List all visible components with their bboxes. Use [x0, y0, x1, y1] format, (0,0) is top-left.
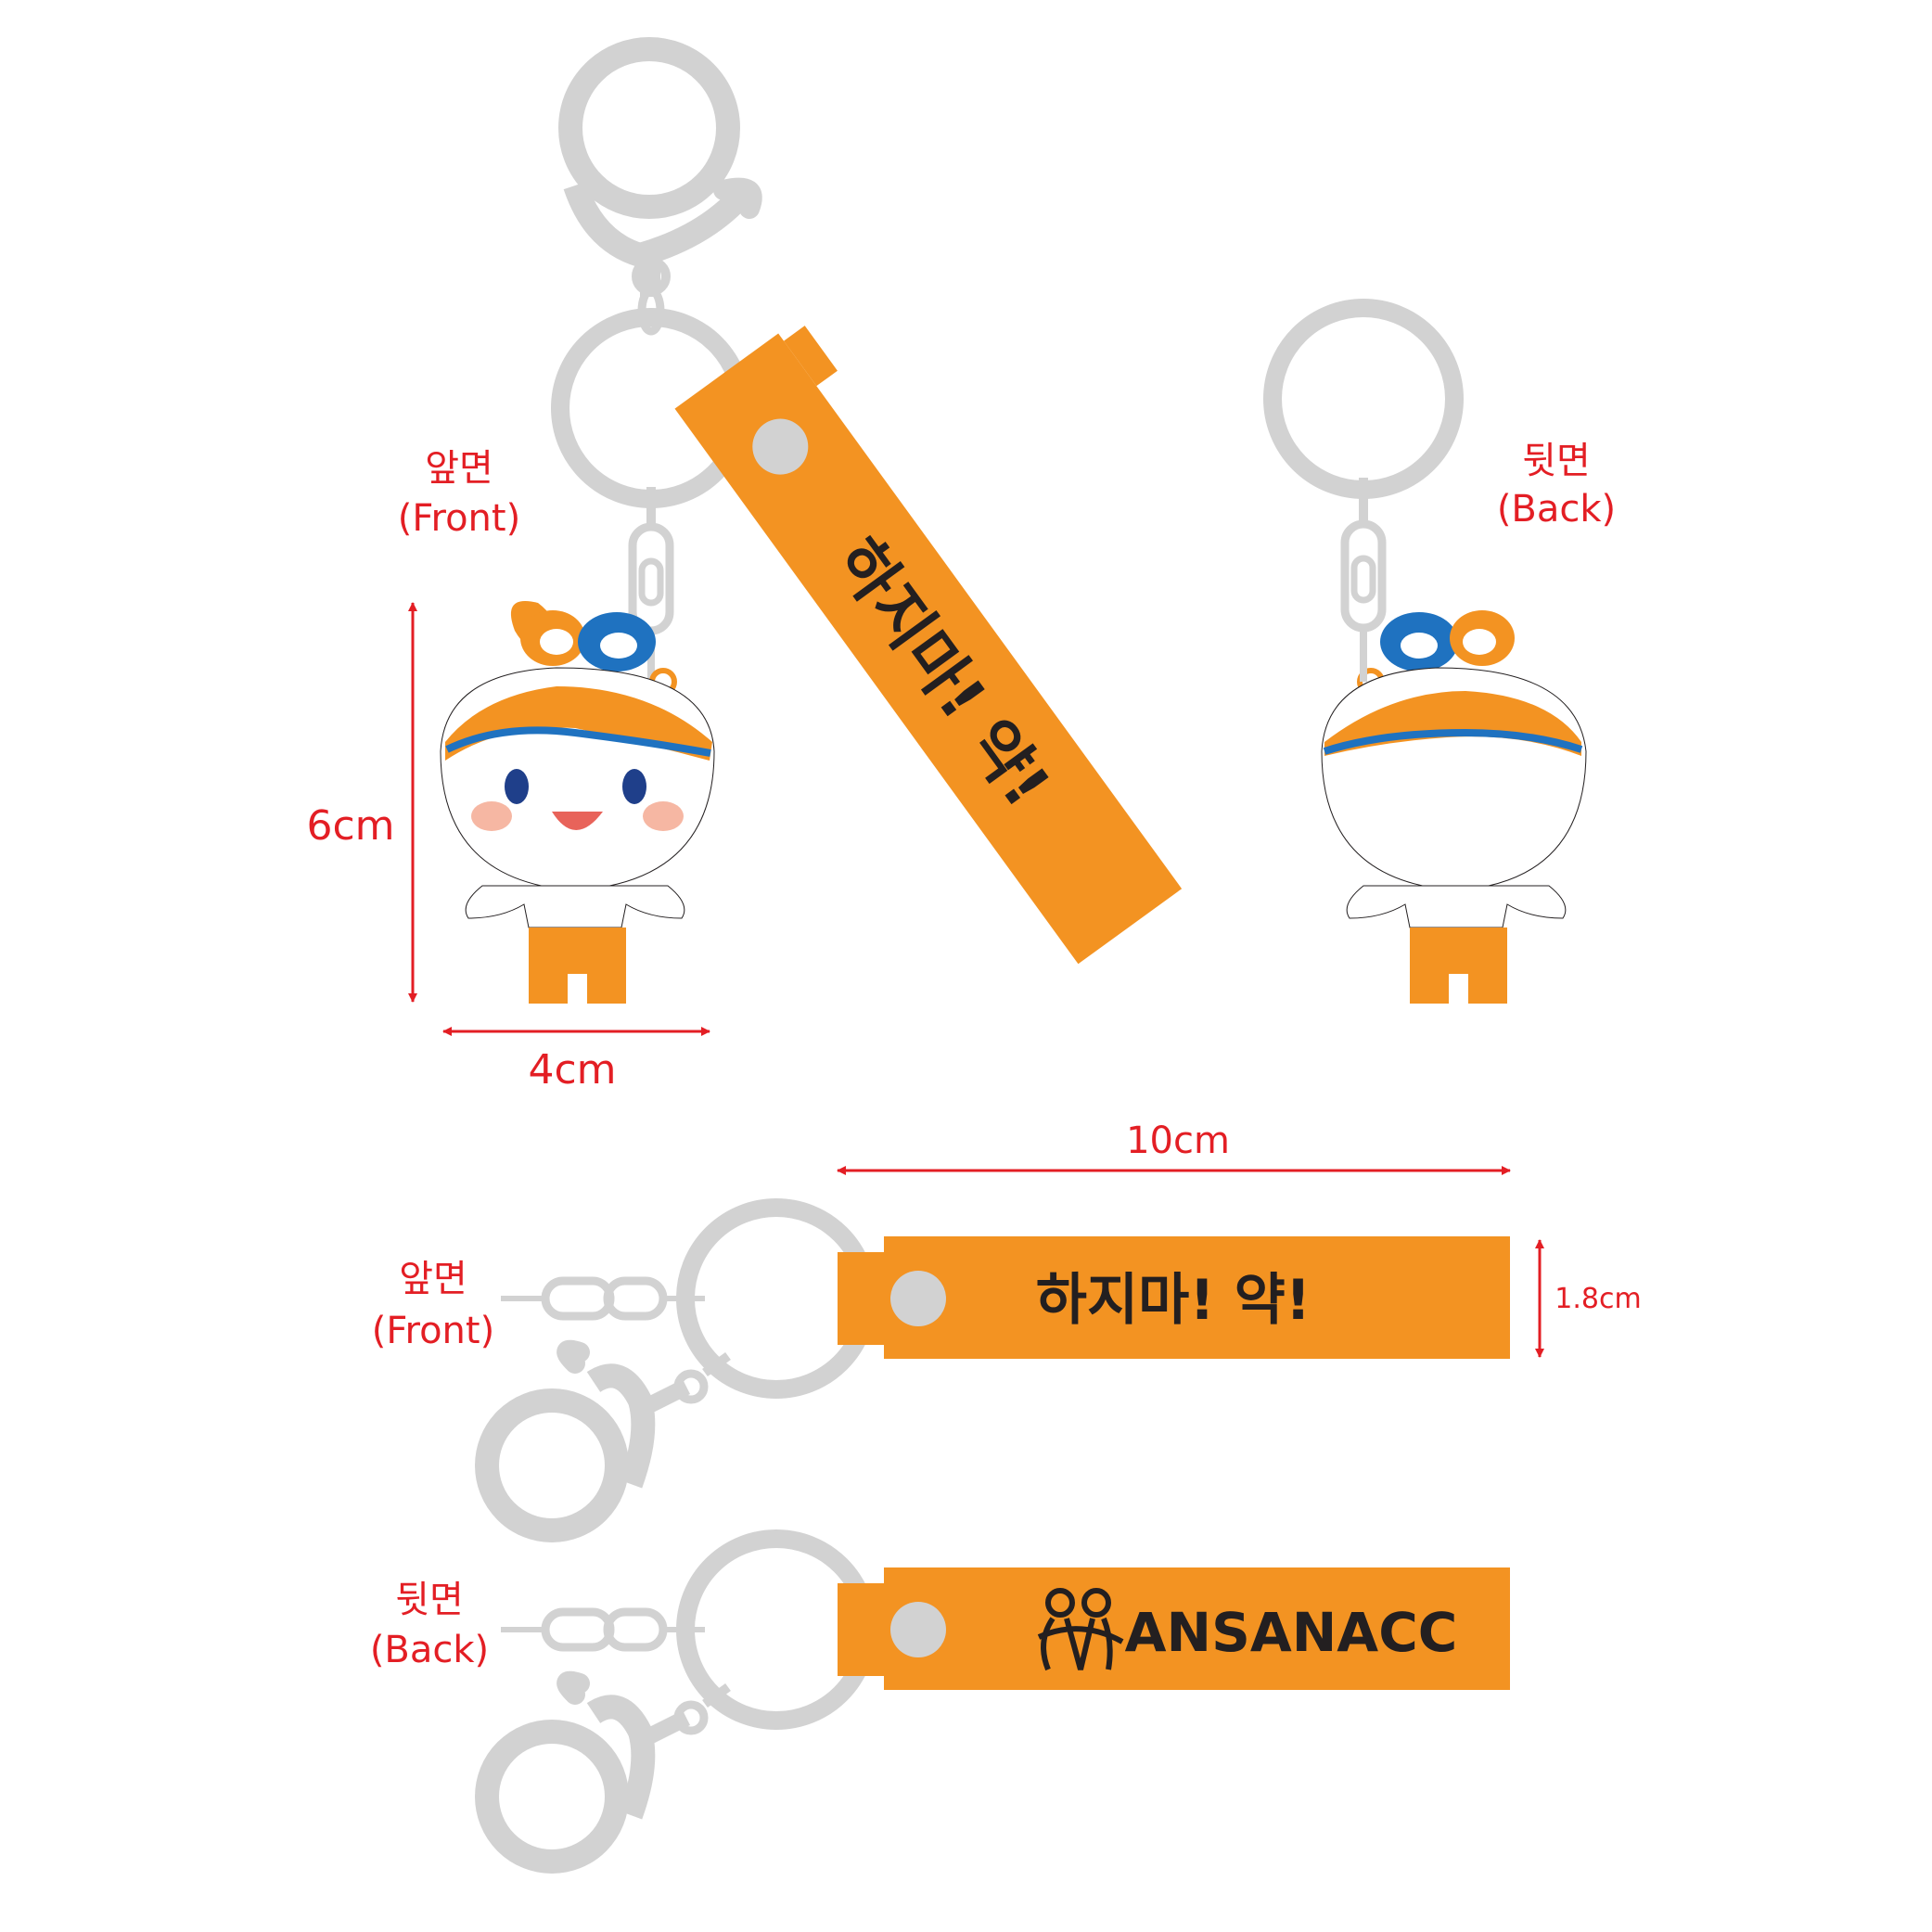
bottom-back-strap-text: ANSANACC [1125, 1601, 1458, 1664]
lobster-clasp-icon [558, 37, 762, 336]
keyring-icon [1263, 299, 1464, 499]
mascot-figure-back [1321, 610, 1587, 1004]
width-dimension: 4cm [442, 1027, 710, 1094]
mascot-figure-front [440, 601, 715, 1004]
top-back-label-en: (Back) [1497, 488, 1616, 531]
bottom-back-label-en: (Back) [370, 1629, 489, 1671]
height-dimension: 6cm [306, 602, 417, 1003]
strap-height-dimension: 1.8cm [1535, 1239, 1642, 1358]
lobster-clasp-icon [475, 1720, 629, 1874]
bottom-front-strap: 하지마! 약! [838, 1236, 1510, 1359]
top-strap: 하지마! 약! [674, 326, 1183, 965]
top-front-label-en: (Front) [398, 497, 520, 540]
back-hanging-hardware [1263, 299, 1464, 682]
bottom-back-hardware [475, 1529, 876, 1874]
lobster-clasp-icon [475, 1388, 629, 1542]
bottom-front-strap-text: 하지마! 약! [1036, 1268, 1311, 1333]
height-dimension-label: 6cm [306, 802, 394, 850]
top-hanging-hardware [551, 37, 762, 682]
bottom-back-label-ko: 뒷면 [395, 1579, 464, 1621]
bottom-back-strap: ANSANACC [838, 1567, 1510, 1690]
grommet-icon [890, 1271, 946, 1326]
width-dimension-label: 4cm [528, 1046, 616, 1094]
bottom-front-label-ko: 앞면 [399, 1258, 467, 1300]
bottom-front-label-en: (Front) [372, 1310, 494, 1352]
top-front-label-ko: 앞면 [425, 447, 493, 490]
grommet-icon [752, 418, 809, 475]
ansanacc-logo-icon [1037, 1588, 1124, 1671]
strap-height-dimension-label: 1.8cm [1555, 1283, 1641, 1315]
grommet-icon [890, 1602, 946, 1657]
length-dimension: 10cm [837, 1120, 1511, 1175]
length-dimension-label: 10cm [1126, 1120, 1230, 1162]
top-back-label-ko: 뒷면 [1522, 440, 1591, 482]
bottom-front-hardware [475, 1198, 876, 1542]
